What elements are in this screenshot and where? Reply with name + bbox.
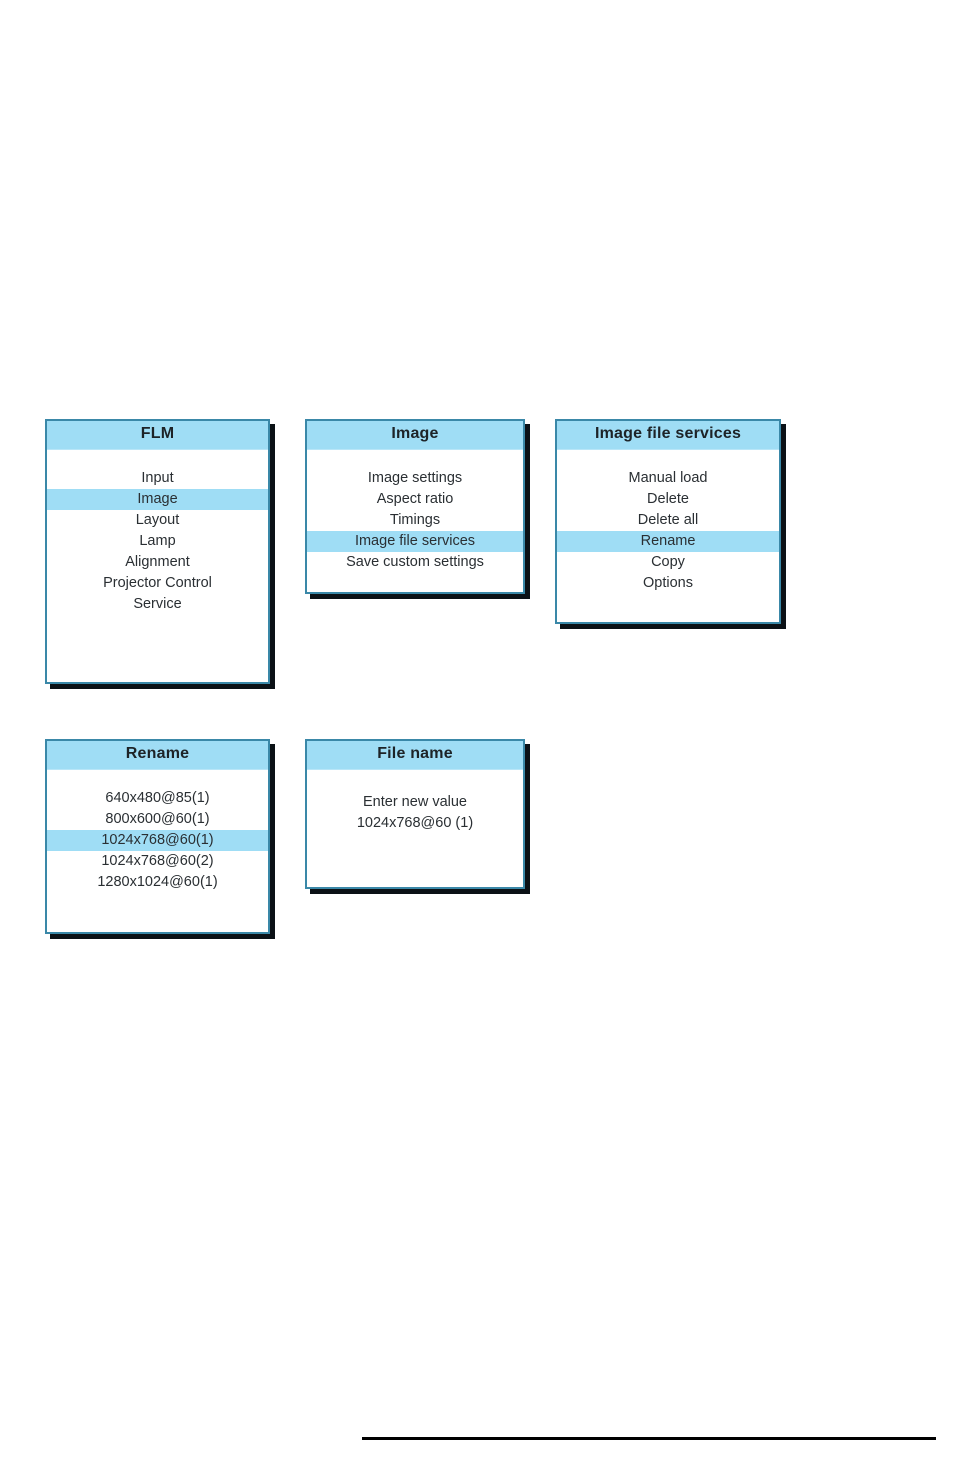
osd-menu-list: Manual load Delete Delete all Rename Cop… [557, 449, 779, 594]
menu-item-manual-load[interactable]: Manual load [628, 469, 708, 486]
osd-menu-list: Image settings Aspect ratio Timings Imag… [307, 449, 523, 573]
osd-panel-title: FLM [47, 421, 268, 450]
menu-item-image-file-services[interactable]: Image file services [307, 530, 523, 552]
menu-item-image-settings[interactable]: Image settings [367, 469, 463, 486]
menu-item-projector-control[interactable]: Projector Control [103, 574, 212, 591]
menu-item-lamp[interactable]: Lamp [139, 532, 176, 549]
osd-panel-image-file-services: Image file services Manual load Delete D… [555, 419, 781, 624]
menu-item-timings[interactable]: Timings [389, 511, 441, 528]
osd-panel-file-name: File name Enter new value 1024x768@60 (1… [305, 739, 525, 889]
file-name-value[interactable]: 1024x768@60 (1) [356, 814, 474, 831]
menu-item-save-custom-settings[interactable]: Save custom settings [346, 553, 484, 570]
file-list-item[interactable]: 1024x768@60(2) [101, 852, 214, 869]
footer-divider [362, 1437, 936, 1440]
osd-file-name-body: Enter new value 1024x768@60 (1) [307, 769, 523, 834]
menu-item-service[interactable]: Service [133, 595, 182, 612]
menu-item-rename[interactable]: Rename [557, 530, 779, 552]
menu-item-input[interactable]: Input [141, 469, 174, 486]
menu-item-delete-all[interactable]: Delete all [637, 511, 699, 528]
menu-item-layout[interactable]: Layout [135, 511, 180, 528]
menu-item-options[interactable]: Options [643, 574, 693, 591]
osd-panel-title: File name [307, 741, 523, 770]
file-list-item[interactable]: 1280x1024@60(1) [97, 873, 218, 890]
osd-panel-flm: FLM Input Image Layout Lamp Alignment Pr… [45, 419, 270, 684]
menu-item-image[interactable]: Image [47, 488, 268, 510]
menu-item-alignment[interactable]: Alignment [125, 553, 190, 570]
osd-panel-title: Image [307, 421, 523, 450]
enter-new-value-prompt: Enter new value [363, 793, 467, 810]
osd-panel-title: Image file services [557, 421, 779, 450]
menu-item-aspect-ratio[interactable]: Aspect ratio [376, 490, 454, 507]
osd-panel-title: Rename [47, 741, 268, 770]
file-list-item[interactable]: 640x480@85(1) [105, 789, 210, 806]
osd-file-list: 640x480@85(1) 800x600@60(1) 1024x768@60(… [47, 769, 268, 893]
osd-panel-image: Image Image settings Aspect ratio Timing… [305, 419, 525, 594]
file-list-item-selected[interactable]: 1024x768@60(1) [47, 829, 268, 851]
osd-menu-list: Input Image Layout Lamp Alignment Projec… [47, 449, 268, 615]
file-list-item[interactable]: 800x600@60(1) [105, 810, 210, 827]
menu-item-copy[interactable]: Copy [651, 553, 685, 570]
osd-panel-rename: Rename 640x480@85(1) 800x600@60(1) 1024x… [45, 739, 270, 934]
menu-item-delete[interactable]: Delete [647, 490, 689, 507]
